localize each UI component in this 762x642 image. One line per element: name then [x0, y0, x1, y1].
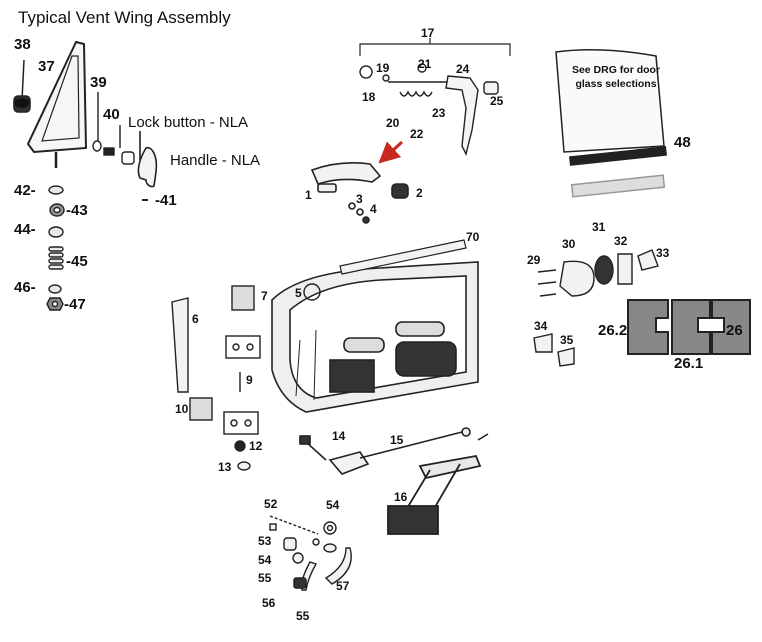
knob-38 — [13, 59, 31, 113]
label-34: 34 — [534, 319, 548, 333]
label-26-1: 26.1 — [674, 355, 704, 372]
label-19: 19 — [376, 61, 390, 75]
label-70: 70 — [466, 230, 480, 244]
label-55-left: 55 — [258, 571, 272, 585]
label-35: 35 — [560, 333, 574, 347]
label-13: 13 — [218, 460, 232, 474]
bracket-17 — [359, 38, 511, 56]
trim-strip-70 — [339, 239, 467, 275]
hardware-stack — [46, 185, 65, 311]
label-29: 29 — [527, 253, 541, 267]
label-56: 56 — [262, 596, 276, 610]
label-33: 33 — [656, 246, 670, 260]
label-30: 30 — [562, 237, 576, 251]
label-55-bottom: 55 — [296, 609, 310, 623]
label-6: 6 — [192, 312, 199, 326]
glass-note: See DRG for door glass selections — [571, 64, 661, 90]
label-47: -47 — [64, 296, 86, 313]
label-16: 16 — [394, 490, 408, 504]
bottom-parts — [269, 515, 352, 591]
gaskets — [627, 299, 751, 355]
label-37: 37 — [38, 58, 55, 75]
lock-button-note: Lock button - NLA — [128, 114, 249, 131]
label-54-top: 54 — [326, 498, 340, 512]
label-26-2: 26.2 — [598, 322, 628, 339]
outside-handle — [310, 162, 409, 224]
diagram-title: Typical Vent Wing Assembly — [18, 8, 231, 27]
label-3: 3 — [356, 192, 363, 206]
label-52: 52 — [264, 497, 278, 511]
label-57: 57 — [336, 579, 350, 593]
label-44: 44- — [14, 221, 36, 238]
label-21: 21 — [418, 57, 432, 71]
shaft-40 — [103, 125, 135, 165]
vent-wing-frame — [26, 40, 88, 168]
label-53: 53 — [258, 534, 272, 548]
label-9: 9 — [246, 373, 253, 387]
label-1: 1 — [305, 188, 312, 202]
label-2: 2 — [416, 186, 423, 200]
label-48: 48 — [674, 134, 691, 151]
label-45: -45 — [66, 253, 88, 270]
rod-15 — [299, 427, 489, 475]
label-38: 38 — [14, 36, 31, 53]
window-regulator — [387, 454, 482, 535]
handle-note: Handle - NLA — [170, 152, 261, 169]
label-14: 14 — [332, 429, 346, 443]
label-41: -41 — [155, 192, 177, 209]
label-25: 25 — [490, 94, 504, 108]
label-17: 17 — [421, 26, 435, 40]
label-42: 42- — [14, 182, 36, 199]
label-32: 32 — [614, 234, 628, 248]
label-43: -43 — [66, 202, 88, 219]
handle-assembly — [359, 63, 499, 157]
label-10: 10 — [175, 402, 189, 416]
label-39: 39 — [90, 74, 107, 91]
label-4: 4 — [370, 202, 377, 216]
label-46: 46- — [14, 279, 36, 296]
door-shell — [271, 261, 479, 413]
hinge-parts — [533, 249, 659, 367]
label-18: 18 — [362, 90, 376, 104]
label-20: 20 — [386, 116, 400, 130]
label-15: 15 — [390, 433, 404, 447]
door-glass — [555, 49, 667, 198]
label-31: 31 — [592, 220, 606, 234]
label-23: 23 — [432, 106, 446, 120]
label-5: 5 — [295, 286, 302, 300]
label-24: 24 — [456, 62, 470, 76]
left-parts — [171, 283, 321, 471]
label-54-left: 54 — [258, 553, 272, 567]
label-22: 22 — [410, 127, 424, 141]
label-40: 40 — [103, 106, 120, 123]
label-7: 7 — [261, 289, 268, 303]
label-26: 26 — [726, 322, 743, 339]
vent-handle — [137, 131, 158, 188]
label-12: 12 — [249, 439, 263, 453]
pin-39 — [92, 92, 102, 152]
